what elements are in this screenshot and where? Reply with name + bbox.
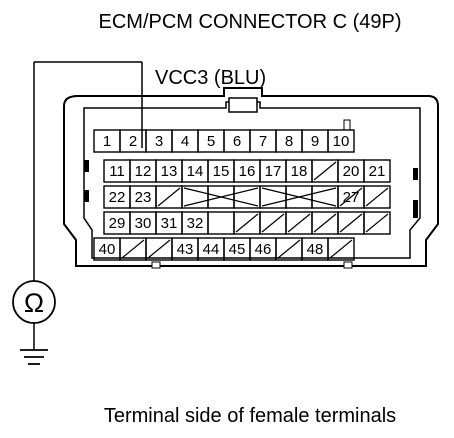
terminal-number: 7 [259,133,267,150]
terminal-number: 17 [265,163,282,180]
blank-terminal-mark [235,213,259,233]
terminal-cell [363,211,391,235]
blank-terminal-mark [277,239,301,259]
guide-notch-top [343,119,351,131]
terminal-number: 2 [129,133,137,150]
terminal-number: 3 [155,133,163,150]
diagram-caption: Terminal side of female terminals [104,405,396,427]
guide-notch-left [151,261,161,269]
terminal-number: 11 [109,163,125,180]
terminal-number: 29 [109,215,126,232]
terminal-number: 43 [177,241,194,258]
terminal-number: 46 [255,241,272,258]
terminal-number: 5 [207,133,215,150]
wire-label: VCC3 (BLU) [155,67,266,89]
blank-terminal-mark [365,187,389,207]
terminal-number: 22 [109,189,126,206]
blank-terminal-mark [329,239,353,259]
terminal-number: 44 [203,241,220,258]
polarity-key-right-upper [413,168,418,180]
blank-terminal-mark [287,213,311,233]
terminal-number: 21 [369,163,386,180]
locking-tab [228,97,258,113]
blank-terminal-mark [365,213,389,233]
terminal-number: 4 [181,133,189,150]
blank-terminal-mark [147,239,171,259]
terminal-cell [363,185,391,209]
terminal-number: 14 [187,163,204,180]
terminal-number: 48 [307,241,324,258]
terminal-number: 45 [229,241,246,258]
terminal-grid: 1234567891011121314151617182021222327293… [93,129,391,261]
terminal-number: 9 [311,133,319,150]
blank-terminal-mark [313,161,337,181]
terminal-number: 12 [135,163,152,180]
terminal-cell [327,129,355,153]
blank-terminal-mark [157,187,181,207]
terminal-number: 32 [187,215,204,232]
polarity-key-right-lower [413,200,418,218]
connector-inner-housing [83,101,421,259]
terminal-number: 16 [239,163,256,180]
blank-terminal-mark [339,213,363,233]
terminal-number: 8 [285,133,293,150]
polarity-key-left-lower [84,190,89,202]
terminal-number: 13 [161,163,178,180]
ohmmeter-icon: Ω [12,280,56,324]
terminal-number: 40 [99,241,116,258]
ground-icon [20,349,48,365]
terminal-number: 30 [135,215,152,232]
terminal-number: 18 [291,163,308,180]
ecm-pcm-connector-c: 1234567891011121314151617182021222327293… [63,87,439,269]
terminal-cell [327,237,355,261]
blank-terminal-mark [261,213,285,233]
terminal-number: 15 [213,163,230,180]
terminal-number: 23 [135,189,152,206]
terminal-number: 10 [333,133,350,150]
terminal-cell [363,159,391,183]
terminal-number: 1 [103,133,111,150]
guide-notch-right [343,261,353,269]
connector-housing [63,87,439,267]
blank-terminal-cross [261,187,337,207]
terminal-number: 6 [233,133,241,150]
blank-terminal-cross [183,187,259,207]
blank-terminal-mark [339,187,363,207]
terminal-number: 20 [343,163,360,180]
blank-terminal-mark [313,213,337,233]
polarity-key-left-upper [84,160,89,172]
terminal-number: 31 [161,215,178,232]
diagram-title: ECM/PCM CONNECTOR C (49P) [99,11,402,33]
blank-terminal-mark [121,239,145,259]
ohmmeter-symbol: Ω [24,288,44,318]
